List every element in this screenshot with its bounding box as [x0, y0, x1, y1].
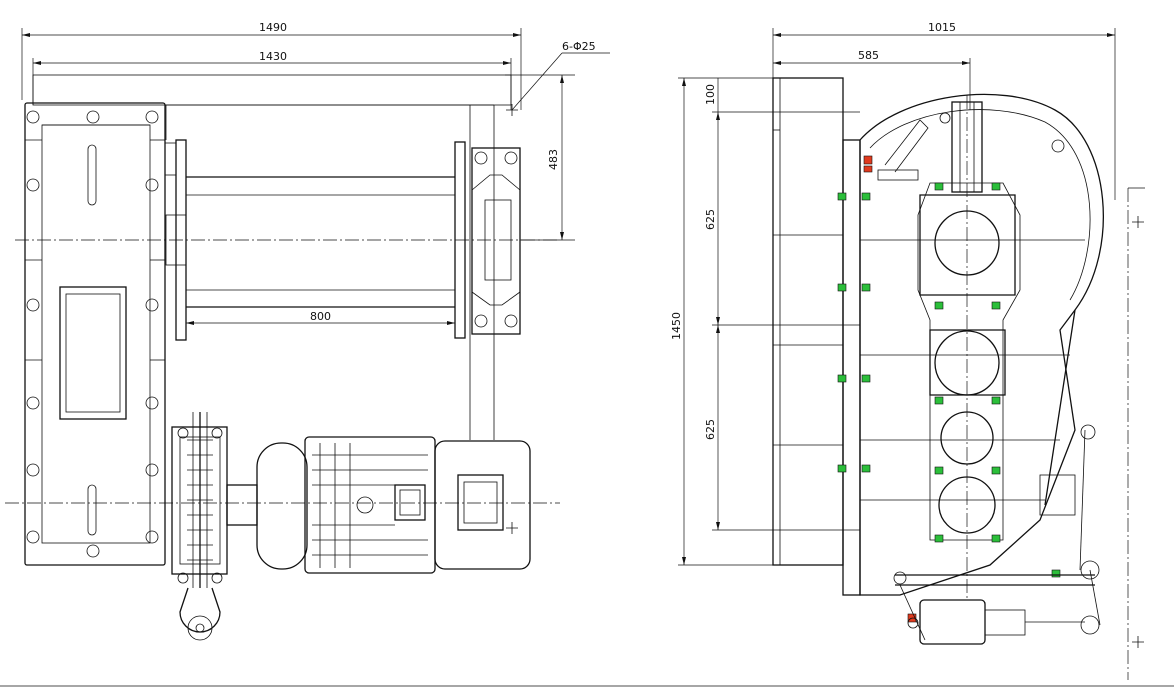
dim-label-1430: 1430 [259, 50, 287, 63]
gear-train [917, 182, 1021, 541]
housing-bolts [26, 110, 159, 558]
dim-label-1490: 1490 [259, 21, 287, 34]
dim-overall-depth: 1015 [772, 21, 1116, 200]
gearbox-housing [24, 102, 166, 566]
dim-frame-depth: 585 [773, 49, 971, 110]
side-brake-linkage [893, 309, 1101, 645]
motor-cooling-fins [312, 443, 428, 568]
dim-label-100: 100 [704, 84, 717, 105]
dim-overall-width: 1490 [21, 21, 522, 110]
dim-label-625-upper: 625 [704, 209, 717, 230]
dim-label-800: 800 [310, 310, 331, 323]
side-frame [772, 77, 900, 596]
side-gear-housing [859, 93, 1104, 596]
dim-label-483: 483 [547, 149, 560, 170]
front-view: 1490 1430 6-Φ25 483 [5, 21, 610, 641]
side-view: 1015 585 1450 100 625 [506, 21, 1145, 680]
dim-label-holes: 6-Φ25 [562, 40, 596, 53]
dim-height-center: 483 [505, 74, 575, 241]
dim-vertical-chain: 1450 100 625 625 [670, 77, 860, 566]
hole-callout: 6-Φ25 [511, 40, 610, 111]
brake-coil [187, 412, 213, 588]
dim-drum-length: 800 [186, 310, 455, 325]
dim-label-1015: 1015 [928, 21, 956, 34]
dim-label-585: 585 [858, 49, 879, 62]
bearing-support [471, 147, 521, 335]
dim-label-625-lower: 625 [704, 419, 717, 440]
dim-label-1450: 1450 [670, 312, 683, 340]
dim-frame-width: 1430 [32, 50, 512, 110]
motor-assembly [171, 412, 531, 641]
